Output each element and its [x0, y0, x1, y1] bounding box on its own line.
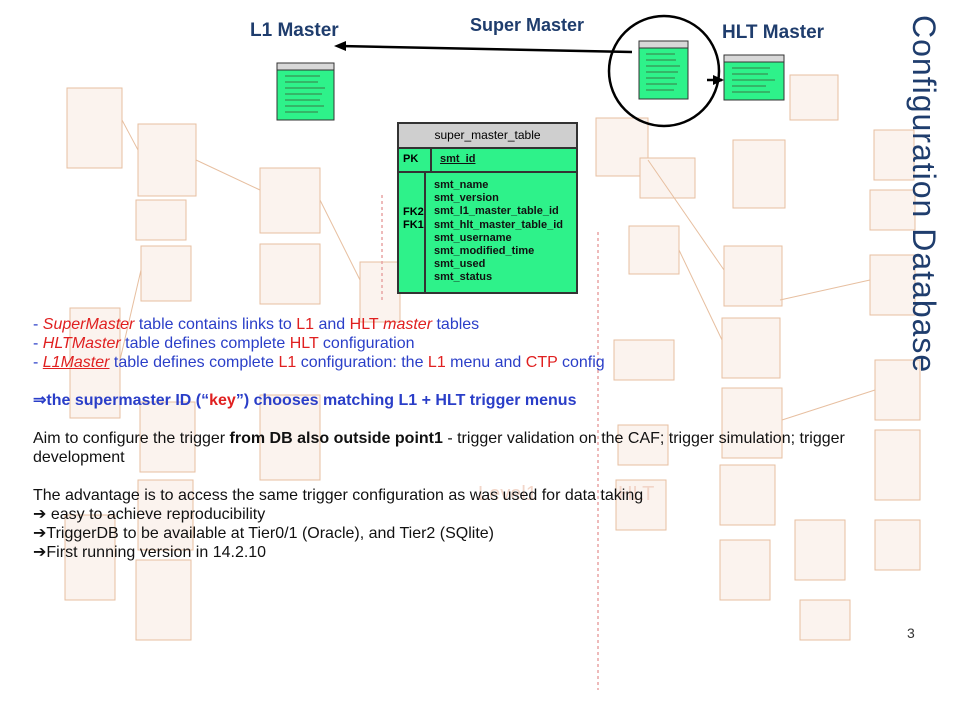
- field-rows: FK2 FK1 smt_name smt_version smt_l1_mast…: [399, 173, 576, 292]
- super-master-table-zoom: super_master_table PK smt_id FK2 FK1 smt…: [397, 122, 578, 294]
- hlt-label: HLT: [618, 483, 654, 505]
- field-smt-modified-time: smt_modified_time: [434, 245, 535, 258]
- aim-paragraph: Aim to configure the trigger from DB als…: [33, 430, 845, 466]
- field-smt-name: smt_name: [434, 179, 489, 191]
- l1-master-label: L1 Master: [250, 20, 339, 41]
- table-name: super_master_table: [399, 124, 576, 149]
- bullet-supermaster: - SuperMaster table contains links to L1…: [33, 316, 480, 333]
- slide-body-text: - SuperMaster table contains links to L1…: [33, 315, 938, 562]
- field-smt-hlt-master: smt_hlt_master_table_id: [434, 218, 563, 231]
- advantage-paragraph: The advantage is to access the same trig…: [33, 487, 644, 504]
- bullet-hltmaster: - HLTMaster table defines complete HLT c…: [33, 335, 415, 352]
- field-smt-version: smt_version: [434, 192, 499, 205]
- hlt-master-label: HLT Master: [722, 22, 825, 43]
- arrow-item-first-version: ➔First running version in 14.2.10: [33, 544, 267, 561]
- pk-row: PK smt_id: [399, 149, 576, 173]
- arrow-item-reproducibility: ➔ easy to achieve reproducibility: [33, 506, 266, 523]
- page-number: 3: [907, 625, 915, 641]
- field-smt-username: smt_username: [434, 231, 512, 244]
- bullet-l1master: - L1Master table defines complete L1 con…: [33, 354, 605, 371]
- field-smt-used: smt_used: [434, 258, 486, 271]
- fk2-label: FK2: [403, 206, 424, 218]
- pk-label: PK: [399, 149, 432, 171]
- field-smt-status: smt_status: [434, 271, 493, 284]
- arrow-item-triggerdb: ➔TriggerDB to be available at Tier0/1 (O…: [33, 525, 494, 542]
- fk1-label: FK1: [403, 219, 424, 232]
- level1-label: Level1: [478, 483, 537, 505]
- field-smt-l1-master: smt_l1_master_table_id: [434, 205, 559, 218]
- super-master-label: Super Master: [470, 15, 585, 35]
- key-statement: ⇒the supermaster ID (“key”) chooses matc…: [33, 392, 577, 409]
- pk-field: smt_id: [440, 153, 476, 165]
